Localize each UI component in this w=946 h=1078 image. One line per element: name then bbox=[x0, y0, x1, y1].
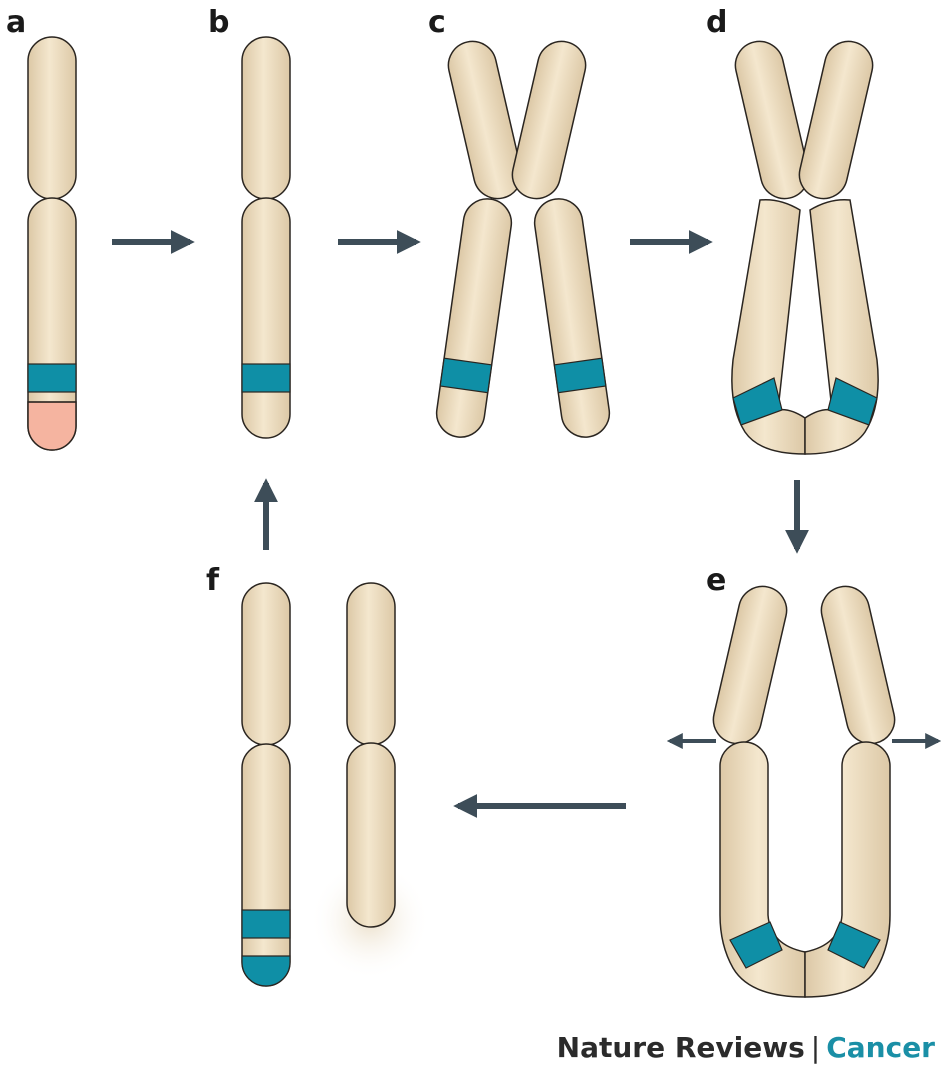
panel-c-lower-right-arm bbox=[533, 198, 611, 438]
panel-e-chromosome bbox=[712, 585, 896, 998]
panel-a-band bbox=[27, 363, 77, 393]
panel-label-c: c bbox=[428, 5, 446, 40]
panel-e-upper-right-arm bbox=[820, 585, 896, 745]
panel-e-lower-left-arm bbox=[719, 741, 806, 998]
panel-f-right-short-arm bbox=[346, 582, 396, 746]
panel-f-left-short-arm bbox=[241, 582, 291, 746]
panel-a-short-arm bbox=[27, 36, 77, 200]
panel-c-lower-left-arm bbox=[435, 198, 513, 438]
panel-a-chromosome bbox=[27, 36, 77, 451]
panel-d-right-band bbox=[827, 377, 878, 426]
panel-b-chromosome bbox=[241, 36, 291, 439]
journal-name: Nature Reviews bbox=[556, 1031, 805, 1064]
panel-label-d: d bbox=[706, 5, 728, 40]
panel-f-left-chromosome bbox=[241, 582, 291, 987]
panel-c-left-band bbox=[439, 357, 493, 394]
panel-f-left-band bbox=[241, 909, 291, 939]
panel-d-chromosome bbox=[731, 40, 879, 455]
panel-label-b: b bbox=[208, 5, 230, 40]
panel-label-e: e bbox=[706, 563, 727, 598]
panel-c-upper-right-arm bbox=[511, 40, 587, 200]
panel-e-lower-right-arm bbox=[804, 741, 891, 998]
panel-label-a: a bbox=[6, 5, 27, 40]
panel-b-band bbox=[241, 363, 291, 393]
panel-b-long-arm bbox=[241, 197, 291, 439]
journal-credit: Nature Reviews|Cancer bbox=[505, 1034, 935, 1062]
panel-d-upper-right-arm bbox=[798, 40, 874, 200]
panel-a-telomere bbox=[27, 401, 77, 451]
panel-label-f: f bbox=[206, 563, 220, 598]
panel-f-left-long-arm bbox=[241, 743, 291, 987]
panel-e-left-band bbox=[729, 921, 783, 969]
panel-c-right-band bbox=[553, 357, 607, 394]
panel-f-right-chromosome bbox=[346, 582, 396, 928]
panel-f-left-terminal-band bbox=[241, 955, 291, 987]
panel-e-right-band bbox=[827, 921, 881, 969]
panel-c-chromosome bbox=[435, 40, 611, 438]
panel-b-short-arm bbox=[241, 36, 291, 200]
journal-separator: | bbox=[810, 1031, 821, 1064]
journal-subject: Cancer bbox=[826, 1031, 935, 1064]
panel-d-left-band bbox=[732, 377, 783, 426]
panel-c-upper-left-arm bbox=[447, 40, 523, 200]
panel-e-upper-left-arm bbox=[712, 585, 788, 745]
panel-d-upper-left-arm bbox=[734, 40, 810, 200]
panel-f-right-long-arm bbox=[346, 742, 396, 928]
